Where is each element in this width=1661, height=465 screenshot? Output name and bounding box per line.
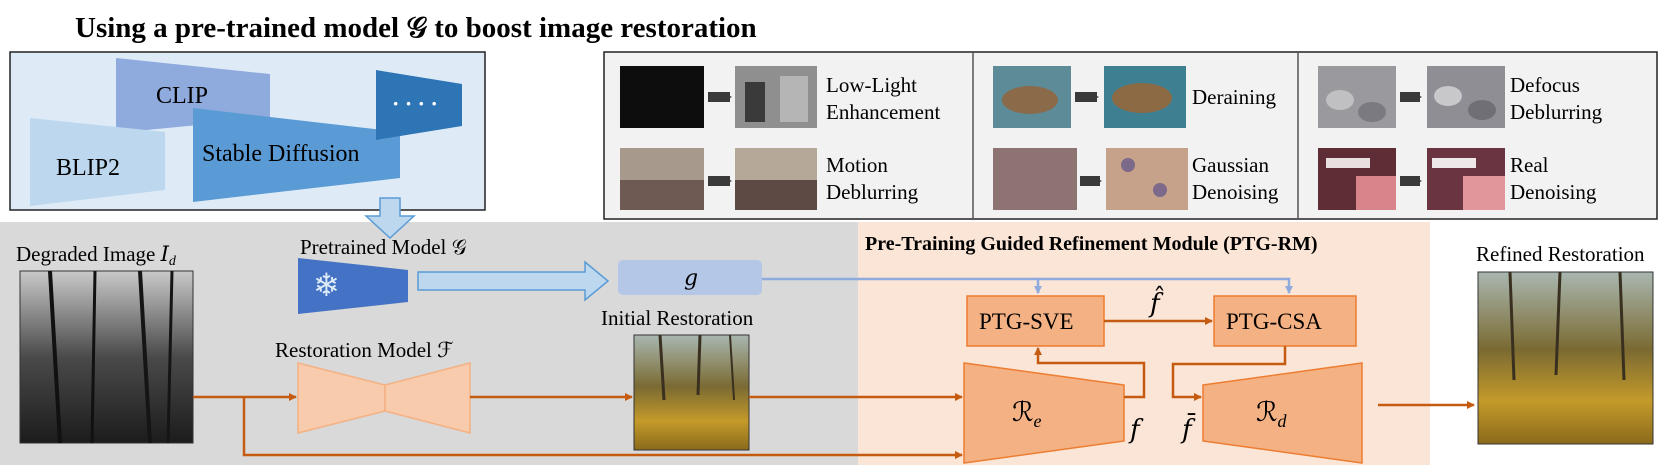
gaussian-output-thumb [1106, 148, 1188, 210]
pretrained-model-label: Pretrained Model 𝒢 [300, 235, 467, 259]
lowlight-input-thumb [620, 66, 704, 128]
task-defocus-line1: Defocus [1510, 73, 1580, 97]
gaussian-input-thumb [993, 148, 1077, 210]
task-defocus-line2: Deblurring [1510, 100, 1603, 124]
re-encoder-block [963, 362, 1125, 464]
task-motion-line1: Motion [826, 153, 888, 177]
initial-restoration-image [633, 334, 750, 451]
clip-label: CLIP [156, 83, 208, 109]
refined-restoration-image [1477, 271, 1654, 445]
csa-to-rd-line [1171, 346, 1287, 401]
stable-diffusion-label: Stable Diffusion [202, 141, 360, 167]
feature-hollow-arrow [417, 260, 610, 302]
ptg-sve-box [966, 295, 1105, 347]
more-models-trapezoid [376, 70, 462, 140]
task-gaussian-line2: Denoising [1192, 180, 1279, 204]
task-lowlight-line1: Low-Light [826, 73, 917, 97]
blip2-label: BLIP2 [56, 155, 120, 181]
stable-diffusion-trapezoid [193, 108, 400, 202]
task-motion-line2: Deblurring [826, 180, 919, 204]
g-to-ptg-csa-line [1038, 277, 1293, 294]
re-label: ℛe [1012, 397, 1042, 431]
ptg-csa-box [1213, 295, 1357, 347]
refined-restoration-label: Refined Restoration [1476, 242, 1645, 266]
pretrained-models-panel: CLIP BLIP2 Stable Diffusion · · · · [9, 51, 486, 211]
more-models-dots: · · · · [392, 91, 438, 116]
restoration-model-decoder [384, 362, 471, 434]
ptg-rm-title: Pre-Training Guided Refinement Module (P… [865, 233, 1318, 255]
page-title: Using a pre-trained model 𝒢 to boost ima… [75, 12, 757, 44]
tasks-panel: Low-Light Enhancement Motion Deblurring … [603, 51, 1658, 220]
ptg-csa-label: PTG-CSA [1226, 309, 1322, 334]
rd-decoder-block [1202, 362, 1363, 464]
task-gaussian-line1: Gaussian [1192, 153, 1269, 177]
task-real-line1: Real [1510, 153, 1549, 177]
snowflake-icon: ❄ [313, 267, 340, 303]
pretrained-model-block [298, 258, 408, 314]
initial-restoration-label: Initial Restoration [601, 306, 754, 330]
skip-connection-line [242, 397, 963, 459]
task-real-line2: Denoising [1510, 180, 1597, 204]
re-to-sve-line [1034, 347, 1146, 399]
ptg-sve-label: PTG-SVE [979, 309, 1074, 334]
rd-label: ℛd [1256, 397, 1288, 431]
degraded-image [19, 270, 194, 444]
degraded-image-label: Degraded Image 𝐼d [16, 242, 177, 269]
g-feature-label: 𝑔 [684, 265, 698, 290]
g-feature-box [618, 260, 762, 295]
blip2-trapezoid [30, 118, 165, 206]
task-deraining: Deraining [1192, 85, 1276, 109]
task-lowlight-line2: Enhancement [826, 100, 940, 124]
down-hollow-arrow [364, 197, 416, 240]
restoration-model-label: Restoration Model ℱ [275, 338, 454, 362]
